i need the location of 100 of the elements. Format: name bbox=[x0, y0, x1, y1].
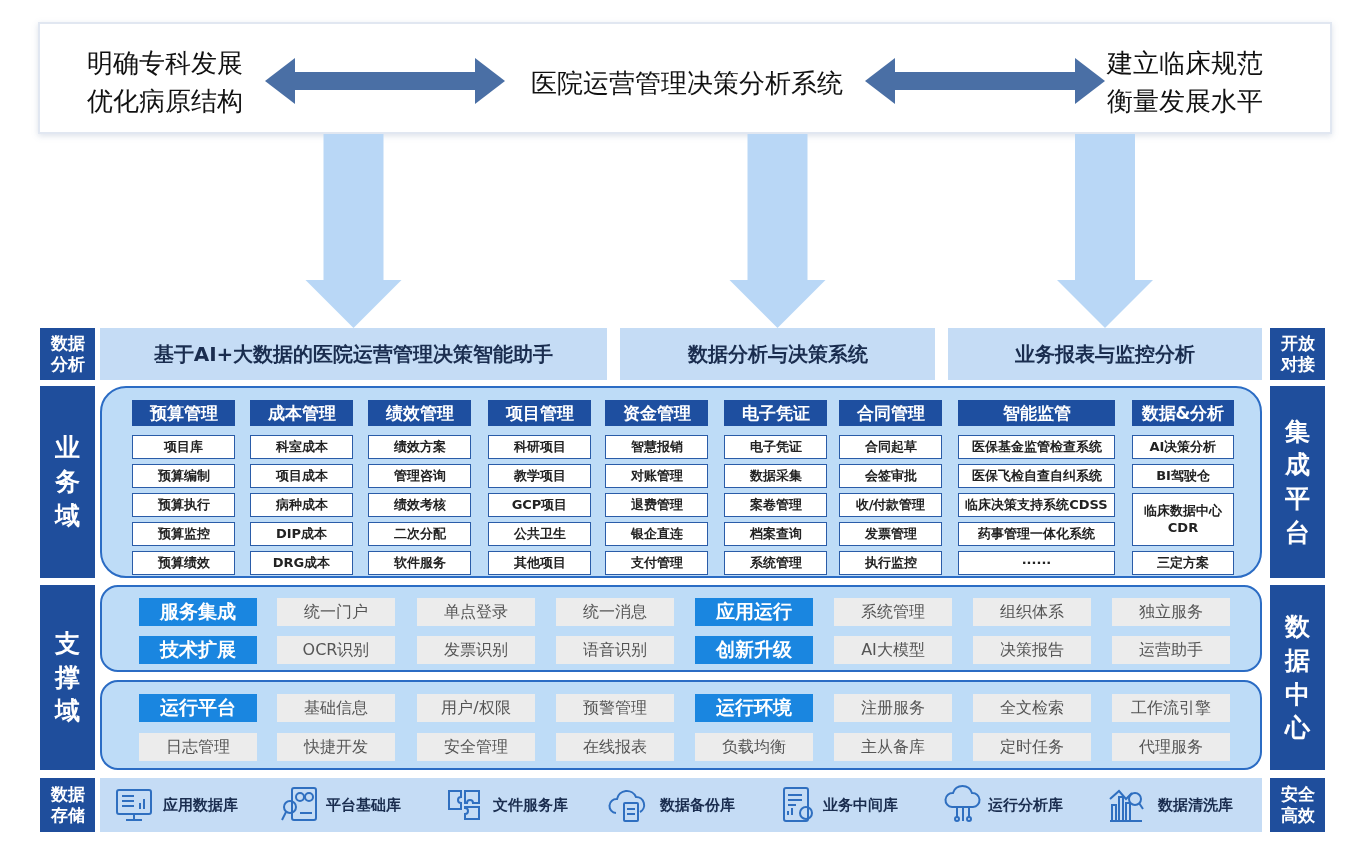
header-bar: 业务报表与监控分析 bbox=[948, 328, 1262, 380]
module-item: DIP成本 bbox=[250, 522, 353, 546]
service-item: OCR识别 bbox=[277, 636, 395, 664]
service-item: 代理服务 bbox=[1112, 733, 1230, 761]
storage-label: 运行分析库 bbox=[988, 793, 1088, 817]
category-tag: 应用运行 bbox=[695, 598, 813, 626]
flow-arrow bbox=[729, 134, 826, 328]
module-header: 成本管理 bbox=[250, 400, 353, 426]
goal-text: 建立临床规范衡量发展水平 bbox=[1107, 44, 1297, 122]
module-item: 三定方案 bbox=[1132, 551, 1234, 575]
section-label: 数据存储 bbox=[40, 778, 95, 832]
module-item: 公共卫生 bbox=[488, 522, 591, 546]
module-item: 退费管理 bbox=[605, 493, 708, 517]
category-tag: 创新升级 bbox=[695, 636, 813, 664]
module-item: 收/付款管理 bbox=[839, 493, 942, 517]
module-item: 系统管理 bbox=[724, 551, 827, 575]
module-item: 临床数据中心 CDR bbox=[1132, 493, 1234, 546]
module-item: BI驾驶仓 bbox=[1132, 464, 1234, 488]
title-panel bbox=[38, 22, 1332, 134]
service-item: 单点登录 bbox=[417, 598, 535, 626]
flow-arrow bbox=[305, 134, 402, 328]
module-header: 数据&分析 bbox=[1132, 400, 1234, 426]
storage-label: 业务中间库 bbox=[823, 793, 923, 817]
group-panel bbox=[100, 386, 1262, 578]
section-label: 数据中心 bbox=[1270, 585, 1325, 770]
service-item: 安全管理 bbox=[417, 733, 535, 761]
module-item: 数据采集 bbox=[724, 464, 827, 488]
module-item: 管理咨询 bbox=[368, 464, 471, 488]
section-label: 业务域 bbox=[40, 386, 95, 578]
module-item: 病种成本 bbox=[250, 493, 353, 517]
module-item: 对账管理 bbox=[605, 464, 708, 488]
section-label: 数据分析 bbox=[40, 328, 95, 380]
service-item: 快捷开发 bbox=[277, 733, 395, 761]
module-item: 预算执行 bbox=[132, 493, 235, 517]
service-item: 运营助手 bbox=[1112, 636, 1230, 664]
module-item: ······ bbox=[958, 551, 1115, 575]
service-item: 决策报告 bbox=[973, 636, 1091, 664]
module-header: 智能监管 bbox=[958, 400, 1115, 426]
section-label: 安全高效 bbox=[1270, 778, 1325, 832]
service-item: 全文检索 bbox=[973, 694, 1091, 722]
module-item: 支付管理 bbox=[605, 551, 708, 575]
double-arrow bbox=[265, 58, 505, 104]
storage-bar bbox=[100, 778, 1262, 832]
module-header: 预算管理 bbox=[132, 400, 235, 426]
double-arrow bbox=[865, 58, 1105, 104]
service-item: 组织体系 bbox=[973, 598, 1091, 626]
section-label: 支撑域 bbox=[40, 585, 95, 770]
module-item: 临床决策支持系统CDSS bbox=[958, 493, 1115, 517]
service-item: AI大模型 bbox=[834, 636, 952, 664]
service-item: 工作流引擎 bbox=[1112, 694, 1230, 722]
module-item: 绩效考核 bbox=[368, 493, 471, 517]
module-item: 案卷管理 bbox=[724, 493, 827, 517]
service-item: 基础信息 bbox=[277, 694, 395, 722]
module-header: 绩效管理 bbox=[368, 400, 471, 426]
category-tag: 服务集成 bbox=[139, 598, 257, 626]
module-item: 项目库 bbox=[132, 435, 235, 459]
module-item: 教学项目 bbox=[488, 464, 591, 488]
module-item: 绩效方案 bbox=[368, 435, 471, 459]
section-label: 开放对接 bbox=[1270, 328, 1325, 380]
module-item: 软件服务 bbox=[368, 551, 471, 575]
module-header: 项目管理 bbox=[488, 400, 591, 426]
storage-label: 数据备份库 bbox=[660, 793, 760, 817]
group-panel bbox=[100, 585, 1262, 672]
module-item: 项目成本 bbox=[250, 464, 353, 488]
module-item: 医保飞检自查自纠系统 bbox=[958, 464, 1115, 488]
service-item: 统一消息 bbox=[556, 598, 674, 626]
module-item: 医保基金监管检查系统 bbox=[958, 435, 1115, 459]
module-item: GCP项目 bbox=[488, 493, 591, 517]
module-item: 预算编制 bbox=[132, 464, 235, 488]
service-item: 主从备库 bbox=[834, 733, 952, 761]
module-item: 预算监控 bbox=[132, 522, 235, 546]
service-item: 在线报表 bbox=[556, 733, 674, 761]
service-item: 用户/权限 bbox=[417, 694, 535, 722]
storage-label: 应用数据库 bbox=[163, 793, 263, 817]
service-item: 预警管理 bbox=[556, 694, 674, 722]
module-item: 会签审批 bbox=[839, 464, 942, 488]
flow-arrow bbox=[1057, 134, 1153, 328]
module-header: 电子凭证 bbox=[724, 400, 827, 426]
service-item: 日志管理 bbox=[139, 733, 257, 761]
storage-label: 文件服务库 bbox=[493, 793, 593, 817]
category-tag: 运行环境 bbox=[695, 694, 813, 722]
module-header: 合同管理 bbox=[839, 400, 942, 426]
service-item: 发票识别 bbox=[417, 636, 535, 664]
category-tag: 技术扩展 bbox=[139, 636, 257, 664]
service-item: 语音识别 bbox=[556, 636, 674, 664]
module-item: 档案查询 bbox=[724, 522, 827, 546]
module-item: 智慧报销 bbox=[605, 435, 708, 459]
module-item: 科室成本 bbox=[250, 435, 353, 459]
module-item: DRG成本 bbox=[250, 551, 353, 575]
module-item: 预算绩效 bbox=[132, 551, 235, 575]
service-item: 系统管理 bbox=[834, 598, 952, 626]
module-item: 其他项目 bbox=[488, 551, 591, 575]
module-item: 合同起草 bbox=[839, 435, 942, 459]
service-item: 负载均衡 bbox=[695, 733, 813, 761]
system-title: 医院运营管理决策分析系统 bbox=[507, 60, 867, 106]
goal-text: 明确专科发展优化病原结构 bbox=[87, 44, 267, 122]
category-tag: 运行平台 bbox=[139, 694, 257, 722]
service-item: 定时任务 bbox=[973, 733, 1091, 761]
section-label: 集成平台 bbox=[1270, 386, 1325, 578]
module-item: 执行监控 bbox=[839, 551, 942, 575]
